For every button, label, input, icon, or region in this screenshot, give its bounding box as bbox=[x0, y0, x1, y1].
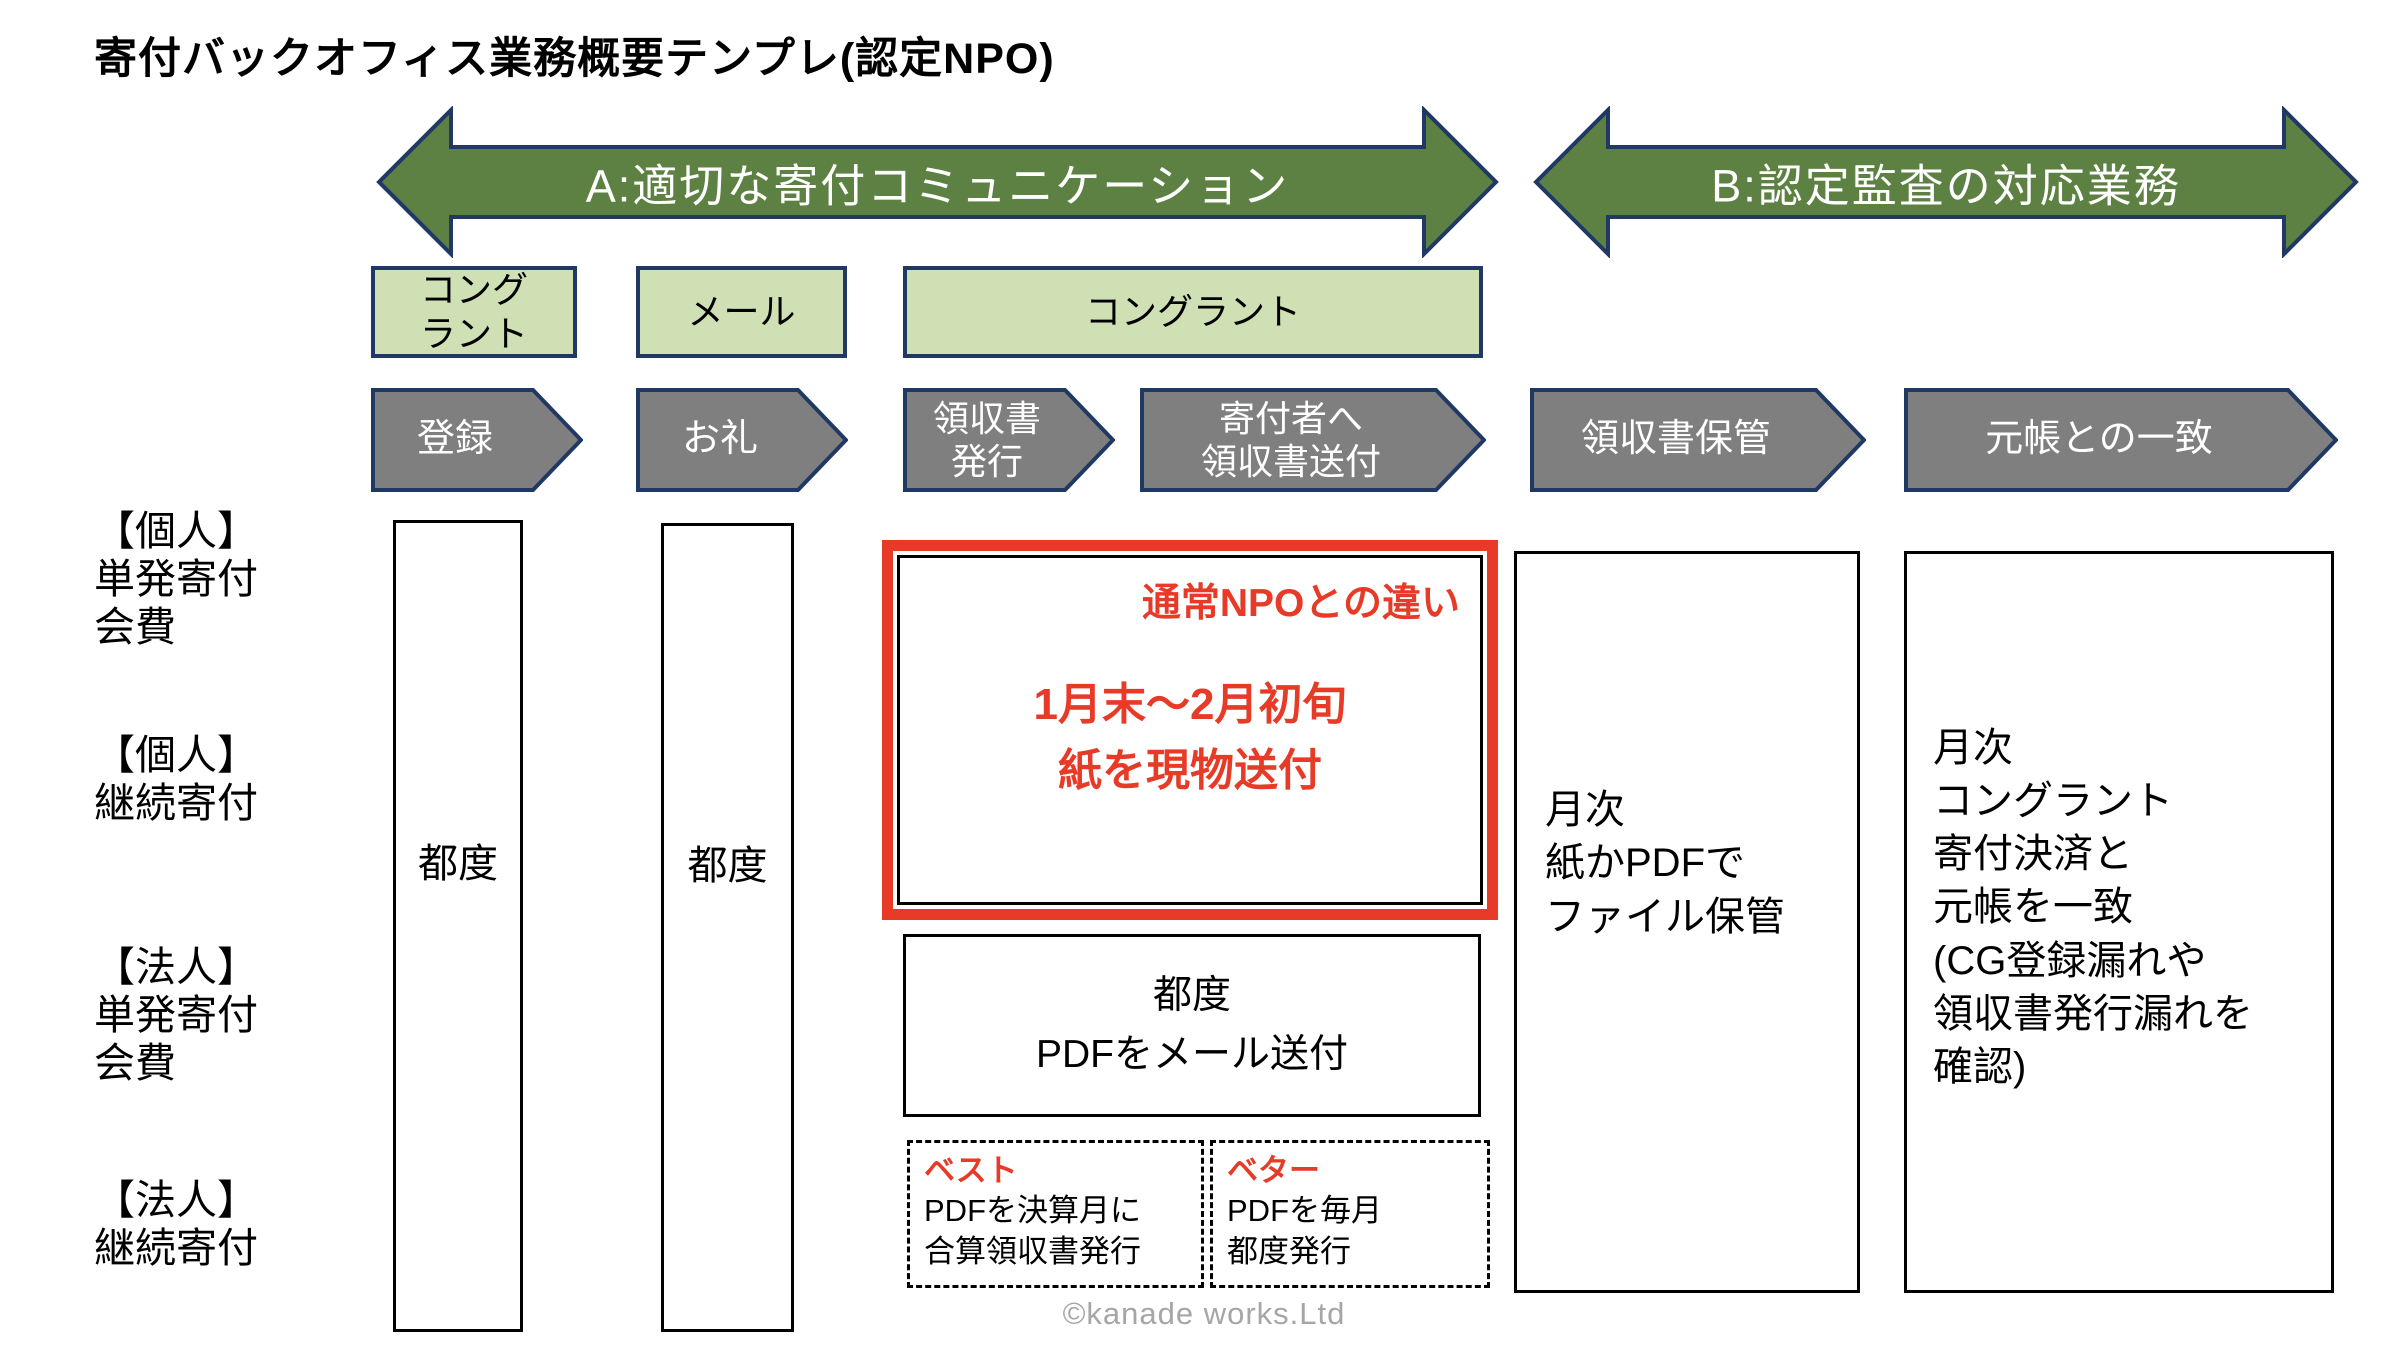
process-step-ledger-match: 元帳との一致 bbox=[1904, 388, 2338, 492]
highlight-box-npo-difference: 通常NPOとの違い 1月末〜2月初旬 紙を現物送付 bbox=[882, 540, 1498, 920]
cell-monthly-ledger-match: 月次 コングラント 寄付決済と 元帳を一致 (CG登録漏れや 領収書発行漏れを … bbox=[1904, 551, 2334, 1293]
chevron-arrow-icon bbox=[1140, 388, 1486, 492]
option-best: ベスト PDFを決算月に 合算領収書発行 bbox=[907, 1140, 1204, 1288]
highlight-box-inner: 通常NPOとの違い 1月末〜2月初旬 紙を現物送付 bbox=[897, 555, 1483, 905]
chevron-arrow-icon bbox=[1904, 388, 2338, 492]
double-arrow-icon bbox=[1533, 106, 2359, 258]
process-step-issue-receipt: 領収書 発行 bbox=[903, 388, 1115, 492]
row-label-individual-recurring: 【個人】 継続寄付 bbox=[94, 732, 258, 826]
option-better: ベター PDFを毎月 都度発行 bbox=[1210, 1140, 1490, 1288]
copyright-footer: ©kanade works.Ltd bbox=[1062, 1296, 1346, 1331]
row-label-individual-single: 【個人】 単発寄付 会費 bbox=[94, 508, 258, 650]
option-better-tag: ベター bbox=[1227, 1153, 1320, 1188]
process-step-label: 寄付者へ 領収書送付 bbox=[1200, 397, 1381, 482]
process-step-label: 領収書 発行 bbox=[932, 397, 1041, 482]
process-step-register: 登録 bbox=[371, 388, 583, 492]
cell-text: 月次 紙かPDFで ファイル保管 bbox=[1545, 788, 1785, 939]
cell-send-pdf-by-mail: 都度 PDFをメール送付 bbox=[903, 934, 1481, 1117]
process-step-store-receipt: 領収書保管 bbox=[1530, 388, 1866, 492]
banner-b: B:認定監査の対応業務 bbox=[1532, 106, 2360, 258]
process-step-label: 登録 bbox=[416, 418, 493, 461]
highlight-title: 通常NPOとの違い bbox=[1141, 582, 1460, 625]
cell-thanks-each-time: 都度 bbox=[661, 523, 794, 1332]
row-label-corporate-single: 【法人】 単発寄付 会費 bbox=[94, 944, 258, 1086]
process-step-thanks: お礼 bbox=[636, 388, 848, 492]
option-best-body: PDFを決算月に 合算領収書発行 bbox=[924, 1193, 1141, 1269]
cell-text: 都度 bbox=[687, 843, 768, 888]
chevron-arrow-icon bbox=[903, 388, 1115, 492]
option-better-body: PDFを毎月 都度発行 bbox=[1227, 1193, 1382, 1269]
banner-a-label: A:適切な寄付コミュニケーション bbox=[585, 160, 1290, 212]
tool-mail: メール bbox=[636, 266, 847, 358]
banner-a: A:適切な寄付コミュニケーション bbox=[375, 106, 1500, 258]
cell-text: 都度 bbox=[418, 842, 498, 886]
highlight-body: 1月末〜2月初旬 紙を現物送付 bbox=[1033, 680, 1347, 795]
chevron-arrow-icon bbox=[1530, 388, 1866, 492]
option-best-tag: ベスト bbox=[924, 1153, 1018, 1188]
cell-monthly-file-storage: 月次 紙かPDFで ファイル保管 bbox=[1514, 551, 1860, 1293]
banner-b-label: B:認定監査の対応業務 bbox=[1711, 160, 2181, 212]
page-title: 寄付バックオフィス業務概要テンプレ(認定NPO) bbox=[94, 35, 1055, 83]
process-step-label: お礼 bbox=[681, 418, 758, 461]
chevron-arrow-icon bbox=[371, 388, 583, 492]
process-step-label: 元帳との一致 bbox=[1985, 418, 2213, 461]
cell-text: 月次 コングラント 寄付決済と 元帳を一致 (CG登録漏れや 領収書発行漏れを … bbox=[1933, 725, 2253, 1089]
double-arrow-icon bbox=[376, 106, 1499, 258]
process-step-label: 領収書保管 bbox=[1580, 418, 1771, 461]
process-step-send-receipt: 寄付者へ 領収書送付 bbox=[1140, 388, 1486, 492]
tool-congrant-wide: コングラント bbox=[903, 266, 1483, 358]
tool-congrant-small: コング ラント bbox=[371, 266, 577, 358]
cell-register-each-time: 都度 bbox=[393, 520, 523, 1332]
row-label-corporate-recurring: 【法人】 継続寄付 bbox=[94, 1177, 258, 1271]
chevron-arrow-icon bbox=[636, 388, 848, 492]
